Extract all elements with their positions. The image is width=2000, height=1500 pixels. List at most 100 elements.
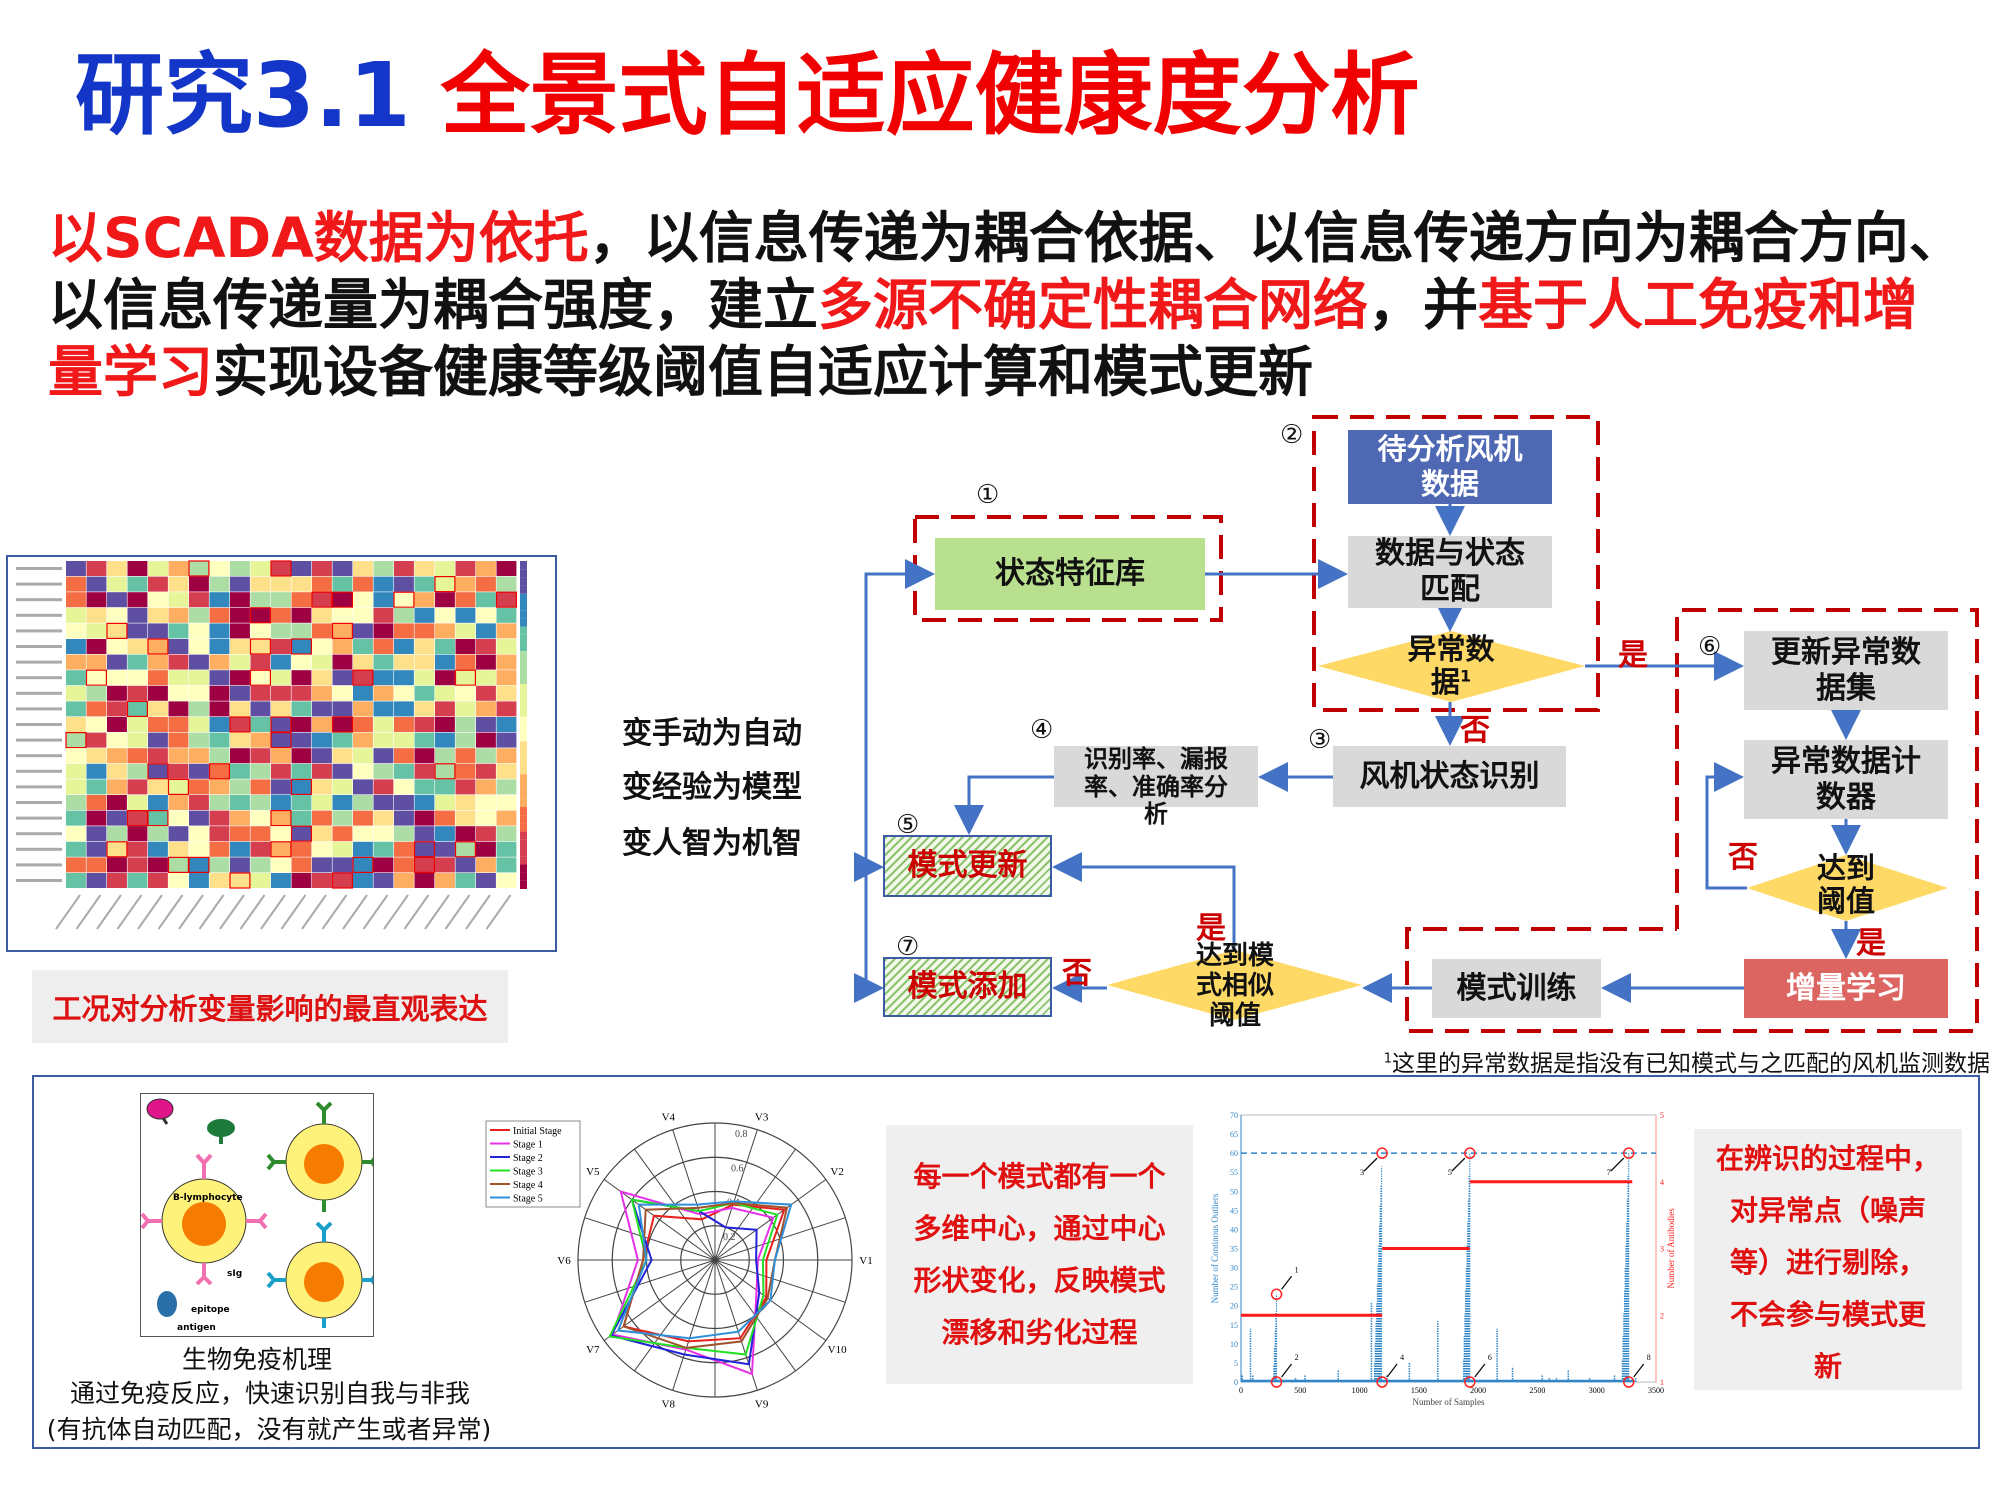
colorbar-segment [520,774,527,783]
pattern-training-box[interactable]: 模式训练 [1432,959,1601,1018]
row-label [16,801,62,804]
heatmap-cell [66,763,86,779]
colorbar-segment [520,708,527,717]
heatmap-cell [291,748,312,764]
heatmap-cell [455,685,476,701]
marker-circle [1376,1147,1388,1159]
heatmap-cell [312,639,332,654]
b-cell-icon [266,1221,373,1328]
pattern-add-box[interactable]: 模式添加 [883,957,1052,1017]
heatmap-cell [66,857,86,873]
heatmap-cell [496,732,517,748]
heatmap-cell [496,841,517,857]
anomaly-counter-box[interactable]: 异常数据计数器 [1744,740,1948,819]
step-4-marker: ④ [1030,715,1054,745]
heatmap-highlight [331,872,353,889]
heatmap-cell [435,607,455,623]
heatmap-cell [66,623,86,639]
column-label [260,894,286,930]
y2-tick-label: 1 [1660,1378,1664,1387]
heatmap-cell [148,639,168,654]
pattern-text-line: 漂移和劣化过程 [941,1316,1138,1349]
heatmap-cell [250,654,271,670]
bottom-panel [32,1075,1980,1449]
heatmap-cell [127,732,148,748]
heatmap-cell [414,607,435,623]
yes-label-similarity: 是 [1196,911,1226,946]
ring-label: 0.8 [735,1129,748,1140]
heatmap-cell [209,670,230,686]
body-text: 以信息传递量为耦合强度，建立 [48,273,819,337]
colorbar-segment [520,626,527,635]
row-label [16,613,62,617]
rate-analysis-box[interactable]: 识别率、漏报率、准确率分析 [1054,745,1258,828]
pattern-update-box[interactable]: 模式更新 [883,835,1052,897]
heatmap-cell [414,639,435,654]
heatmap-cell [455,592,476,608]
heatmap-cell [394,607,414,623]
heatmap-cell [332,763,353,779]
colorbar-segment [520,872,527,881]
data-match-box[interactable]: 数据与状态匹配 [1348,536,1552,608]
heatmap-cell [455,607,476,623]
radar-spoke [672,1259,716,1391]
update-anomaly-set-box[interactable]: 更新异常数据集 [1744,631,1948,710]
heatmap-cell [250,732,271,748]
heatmap-highlight [147,763,169,780]
immune-mechanism-image: B-lymphocyte sIg epitope antigen [140,1093,374,1337]
heatmap-highlight [331,591,353,608]
incremental-learning-box[interactable]: 增量学习 [1744,959,1948,1018]
heatmap-cell [127,670,148,686]
heatmap-highlight [290,825,312,842]
heatmap-cell [230,841,250,857]
y-tick-label: 35 [1230,1245,1238,1254]
no-label-similarity: 否 [1062,956,1092,991]
heatmap-cell [209,592,230,608]
marker-label: 3 [1360,1168,1364,1177]
heatmap-cell [148,670,168,686]
heatmap-highlight [249,669,271,686]
legend-label: Stage 5 [513,1194,543,1205]
radar-series-stage-4 [622,1201,789,1349]
heatmap-cell [271,607,291,623]
heatmap-cell [414,763,435,779]
heatmap-cell [86,732,107,748]
radar-spoke [714,1259,758,1391]
heatmap-cell [373,701,394,717]
column-label [75,894,102,930]
column-label [301,894,327,930]
row-label [16,660,62,664]
heatmap-cell [168,576,189,592]
slogan-2: 变经验为模型 [622,770,802,805]
row-label [16,723,62,726]
marker-arrow [1281,1363,1293,1378]
heatmap-cell [230,654,250,670]
heatmap-cell [291,701,312,717]
marker-circle [1270,1288,1283,1301]
heatmap-cell [353,779,373,795]
heatmap-cell [476,639,496,654]
radar-legend [485,1120,581,1208]
state-recognition-box[interactable]: 风机状态识别 [1333,746,1566,807]
heatmap-cell [435,592,455,608]
heatmap-cell [291,576,312,592]
heatmap-cell [291,639,312,654]
heatmap-cell [476,810,496,826]
heatmap-cell [107,576,127,592]
feature-library-box[interactable]: 状态特征库 [935,538,1205,610]
pending-data-box[interactable]: 待分析风机数据 [1348,430,1552,504]
heatmap-cell [86,779,107,795]
heatmap-cell [189,576,209,592]
heatmap-highlight [126,810,148,827]
heatmap-cell [271,748,291,764]
heatmap-cell [291,592,312,608]
heatmap-cell [373,654,394,670]
heatmap-cell [250,826,271,842]
heatmap-cell [373,826,394,842]
radar-spoke [714,1129,758,1261]
heatmap-cell [394,748,414,764]
heatmap-cell [66,607,86,623]
heatmap-cell [127,654,148,670]
heatmap-cell [373,810,394,826]
